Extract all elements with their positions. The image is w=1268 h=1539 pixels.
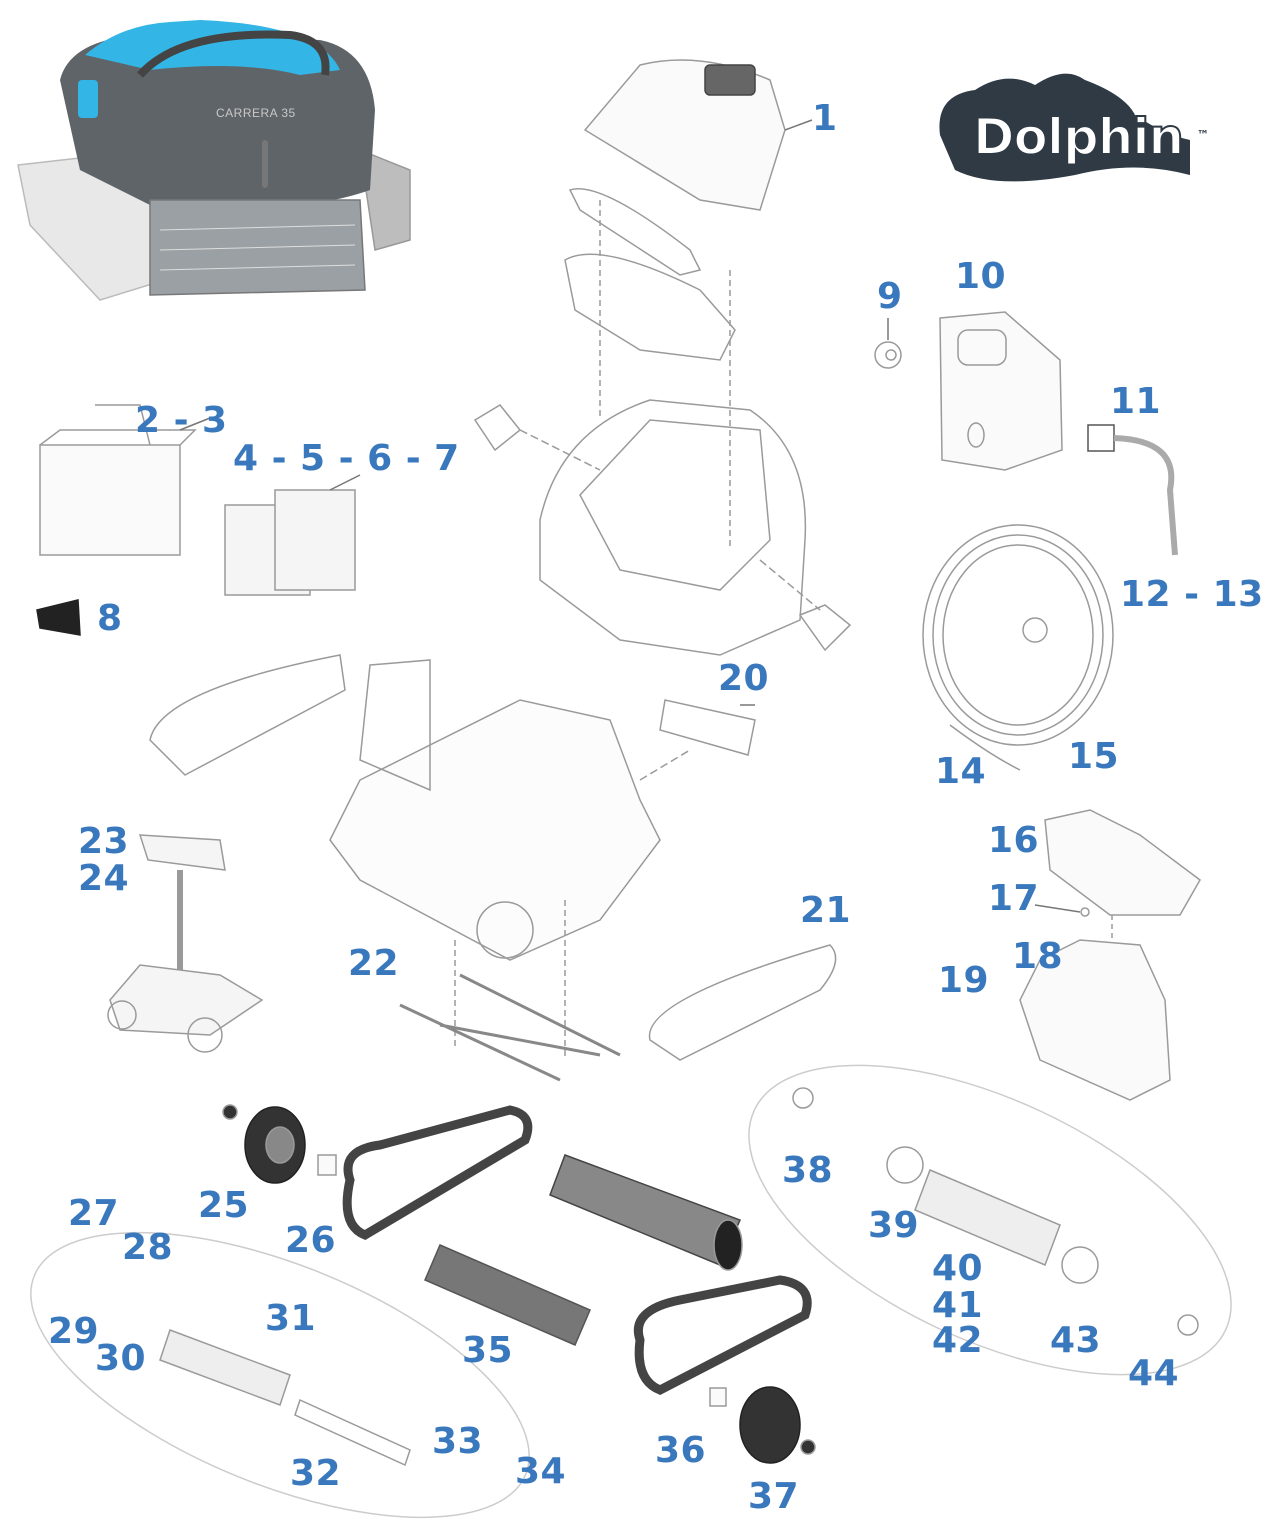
robot-photo [17,20,411,301]
part-label: 19 [938,960,990,1001]
part-label: 42 [932,1320,984,1361]
logo-text: Dolphin [972,107,1185,167]
part-label: 1 [812,98,838,139]
part-9-swivel [874,318,902,369]
part-label: 34 [515,1451,567,1492]
part-label: 12 - 13 [1120,574,1264,615]
part-label: 40 [932,1248,984,1289]
part-label: 15 [1068,736,1120,777]
part-label: 17 [988,878,1040,919]
part-label: 31 [265,1298,317,1339]
part-label: 32 [290,1453,342,1494]
logo-swoosh-icon [939,73,1190,182]
part-chassis [149,654,837,1061]
part-label: 16 [988,820,1040,861]
part-11-power-cable [1087,424,1178,556]
part-label: 9 [877,276,903,317]
part-label: 43 [1050,1320,1102,1361]
part-label: 14 [935,751,987,792]
part-16-19-motor-unit [1019,809,1201,1101]
part-label: 23 [78,821,130,862]
part-label: 22 [348,943,400,984]
part-label: 38 [782,1150,834,1191]
part-label: 28 [122,1227,174,1268]
part-label: 27 [68,1193,120,1234]
part-brush-front [549,1154,743,1271]
part-label: 26 [285,1220,337,1261]
part-label: 25 [198,1185,250,1226]
part-label: 10 [955,256,1007,297]
part-label: 35 [462,1330,514,1371]
part-body-shell [473,399,852,656]
trademark: ™ [1197,128,1209,142]
part-23-24-caddy [107,834,264,1053]
model-name: CARRERA 35 [216,106,296,120]
part-label: 37 [748,1476,800,1517]
part-label: 2 - 3 [135,400,228,441]
part-10-power-supply [939,311,1063,471]
part-label: 41 [932,1285,984,1326]
part-36-37-track-wheel-right [634,1275,816,1464]
part-label: 21 [800,890,852,931]
part-label: 36 [655,1430,707,1471]
part-label: 8 [97,598,123,639]
brush-kit-ellipse-right [748,1064,1232,1376]
part-12-13-floating-cable [922,524,1114,771]
part-label: 11 [1110,381,1162,422]
part-1-top-cover [583,59,813,211]
part-35-brush-rear [424,1244,591,1346]
part-label: 44 [1128,1353,1180,1394]
part-label: 39 [868,1205,920,1246]
part-label: 30 [95,1338,147,1379]
part-25-wheel-left [222,1104,306,1184]
part-26-track-left [317,1105,533,1241]
dolphin-logo: Dolphin ™ [935,60,1215,190]
part-label: 4 - 5 - 6 - 7 [233,438,460,479]
brush-kit-ellipse-left [30,1231,530,1519]
part-label: 29 [48,1311,100,1352]
part-label: 33 [432,1421,484,1462]
part-label: 18 [1012,936,1064,977]
part-label: 24 [78,858,130,899]
part-8-filter-clip [36,599,81,636]
part-handle-assembly [564,188,736,550]
part-2-3-filter-basket [39,404,211,556]
part-4-7-filter-panels [224,474,361,596]
part-label: 20 [718,658,770,699]
part-22-rails [399,973,621,1082]
